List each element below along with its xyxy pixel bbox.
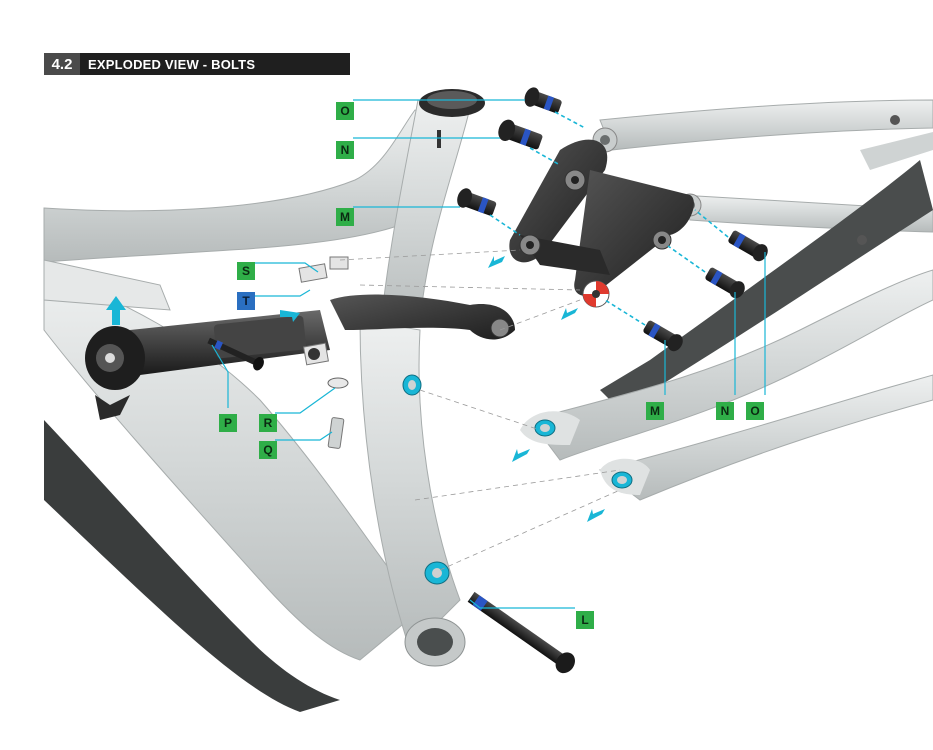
callout-o-bottom: O: [746, 402, 764, 420]
direction-arrows: [106, 256, 605, 522]
callout-s: S: [237, 262, 255, 280]
arrow-stay-2: [587, 509, 605, 522]
bolt-n-top: [498, 119, 543, 150]
callout-m-top: M: [336, 208, 354, 226]
seat-stay-upper: [599, 99, 933, 151]
callout-r: R: [259, 414, 277, 432]
arrow-link-1: [488, 256, 505, 268]
chain-stay: [529, 269, 933, 461]
rocker-link: [509, 139, 694, 308]
leader-lines: [211, 99, 766, 609]
assembly-lines: [339, 111, 729, 571]
bolt-m-right: [643, 320, 683, 352]
bolt-l-axle: [467, 591, 575, 674]
arrow-up-shock: [106, 296, 126, 325]
rear-triangle: [520, 99, 933, 501]
bolt-o-right: [728, 230, 768, 262]
shock-yoke: [330, 294, 515, 340]
callout-m-bottom: M: [646, 402, 664, 420]
bolt-m-top: [457, 188, 497, 216]
callout-n-bottom: N: [716, 402, 734, 420]
top-tube-stub: [43, 259, 171, 311]
callout-n-top: N: [336, 141, 354, 159]
arrow-link-2: [561, 308, 578, 320]
arrow-stay-1: [512, 449, 530, 462]
plate-s: [329, 256, 349, 270]
callout-p: P: [219, 414, 237, 432]
callout-l: L: [576, 611, 594, 629]
top-tube: [43, 109, 451, 263]
callout-o-top: O: [336, 102, 354, 120]
bolt-p: [207, 337, 264, 371]
carbon-stay: [600, 160, 933, 410]
stay-crossbar: [860, 132, 933, 170]
washer-r: [327, 377, 349, 389]
chain-stay-lower: [598, 374, 933, 501]
section-title: EXPLODED VIEW - BOLTS: [88, 56, 256, 72]
bolts: [207, 87, 768, 674]
bolt-o-top: [524, 87, 562, 114]
section-number: 4.2: [44, 53, 80, 75]
arrow-right-shock: [280, 305, 300, 322]
bolt-n-right: [705, 267, 745, 299]
bolt-q: [327, 417, 345, 449]
rear-shock: [85, 263, 330, 420]
section-header: 4.2 EXPLODED VIEW - BOLTS: [44, 53, 350, 75]
callout-t: T: [237, 292, 255, 310]
callout-q: Q: [259, 441, 277, 459]
